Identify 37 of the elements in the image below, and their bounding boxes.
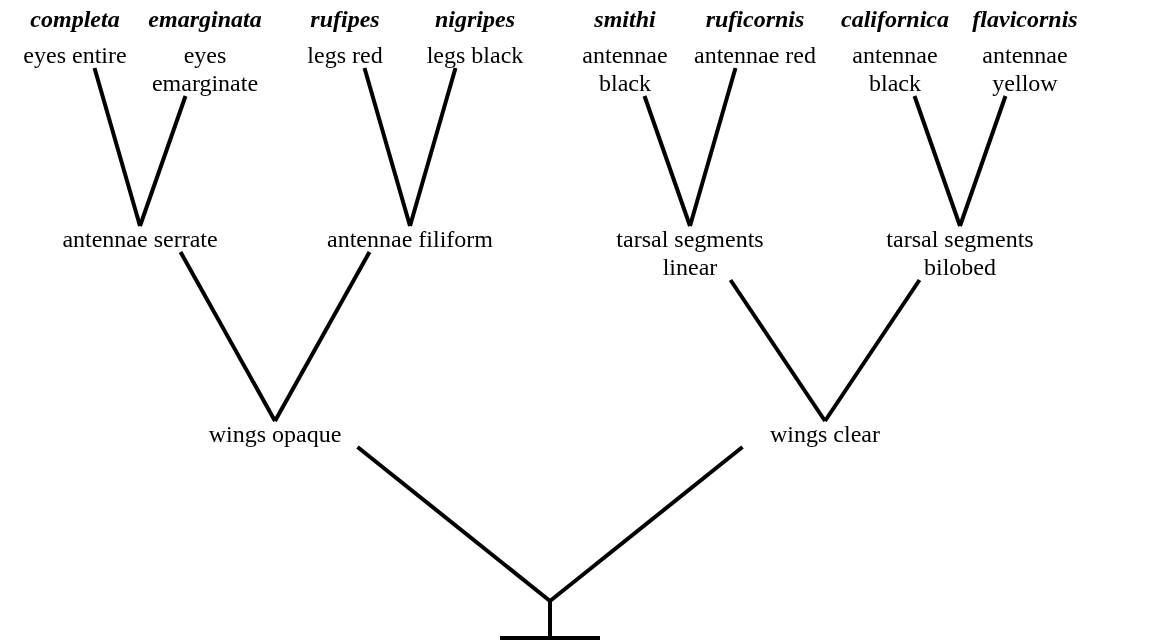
species-name: smithi [593,5,657,33]
branch-line [958,95,1008,227]
branch-line [92,67,142,227]
branch-line [548,445,744,603]
character-label: legs red [306,41,384,69]
species-name: completa [29,5,121,33]
character-label: eyes entire [22,41,128,69]
character-label: wings clear [769,420,881,448]
species-name: emarginata [147,5,263,33]
branch-line [178,251,277,422]
character-label: antennae filiform [326,225,494,253]
branch-line [408,67,458,227]
character-label: eyes emarginate [150,41,260,97]
character-label: wings opaque [207,420,343,448]
branch-line [138,95,188,227]
character-label: tarsal segments linear [615,225,765,281]
branch-line [823,278,922,423]
character-label: tarsal segments bilobed [885,225,1035,281]
character-label: legs black [425,41,525,69]
branch-line [728,278,827,423]
species-name: rufipes [309,5,381,33]
species-name: ruficornis [704,5,806,33]
character-label: antennae black [581,41,669,97]
species-name: flavicornis [971,5,1079,33]
branch-line [273,251,372,422]
character-label: antennae serrate [61,225,219,253]
character-label: antennae yellow [981,41,1069,97]
branch-line [912,95,962,227]
character-label: antennae red [693,41,817,69]
tree-root-bar [500,600,600,640]
species-name: nigripes [434,5,516,33]
character-label: antennae black [851,41,939,97]
species-name: californica [840,5,950,33]
branch-line [642,95,692,227]
branch-line [356,445,552,603]
branch-line [362,67,412,227]
branch-line [688,67,738,227]
